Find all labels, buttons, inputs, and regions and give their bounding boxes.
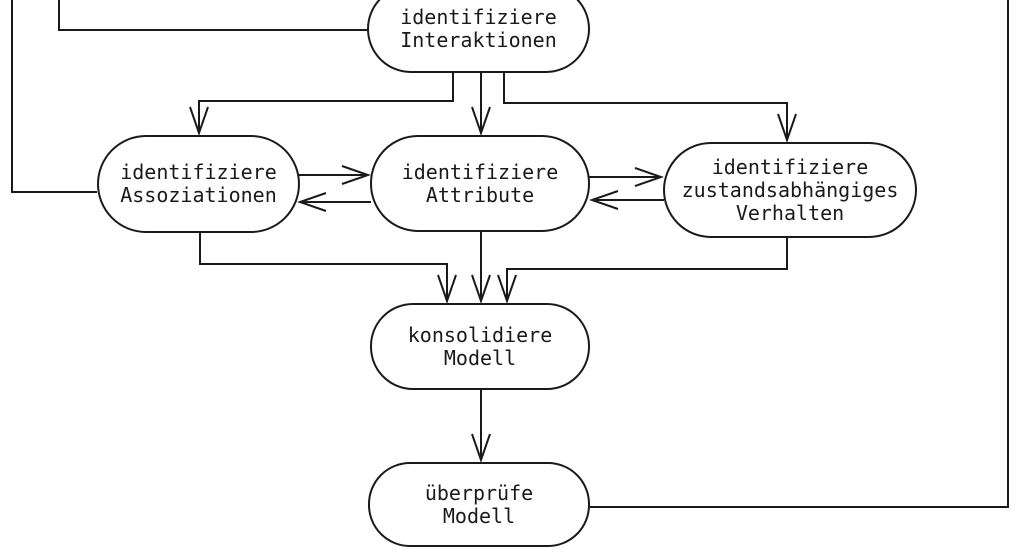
node-label-line: Attribute xyxy=(425,182,535,207)
node-identifiziere-interaktionen: identifiziere Interaktionen xyxy=(367,0,590,73)
node-label-line: zustandsabhängiges xyxy=(681,177,899,202)
node-identifiziere-attribute: identifiziere Attribute xyxy=(370,135,590,232)
edge-feedback-left-to-assoziationen xyxy=(11,0,97,193)
edge-interaktionen-to-assoziationen xyxy=(199,73,454,133)
node-label-line: Verhalten xyxy=(735,200,845,225)
edge-assoziationen-to-konsolidiere xyxy=(199,233,447,301)
node-label-line: Modell xyxy=(443,345,517,370)
node-label-line: identifiziere xyxy=(401,159,559,184)
node-label-line: konsolidiere xyxy=(407,322,553,347)
node-label-line: identifiziere xyxy=(120,160,277,184)
node-label-line: überprüfe xyxy=(424,480,534,505)
edge-interaktionen-to-verhalten xyxy=(503,73,787,140)
edge-feedback-ueberpruefe-to-top-right xyxy=(590,0,1009,508)
node-konsolidiere-modell: konsolidiere Modell xyxy=(370,303,590,390)
node-ueberpruefe-modell: überprüfe Modell xyxy=(368,462,590,547)
node-label-line: identifiziere xyxy=(711,154,869,179)
node-label-line: Modell xyxy=(442,503,516,528)
node-label-line: identifiziere xyxy=(400,5,557,29)
node-identifiziere-zustandsabhaengiges-verhalten: identifiziere zustandsabhängiges Verhalt… xyxy=(663,142,917,238)
node-label-line: Interaktionen xyxy=(400,28,557,52)
node-label-line: Assoziationen xyxy=(120,183,277,207)
edge-feedback-left-to-interaktionen xyxy=(58,0,367,31)
edge-verhalten-to-konsolidiere xyxy=(507,238,788,301)
node-identifiziere-assoziationen: identifiziere Assoziationen xyxy=(97,135,300,233)
